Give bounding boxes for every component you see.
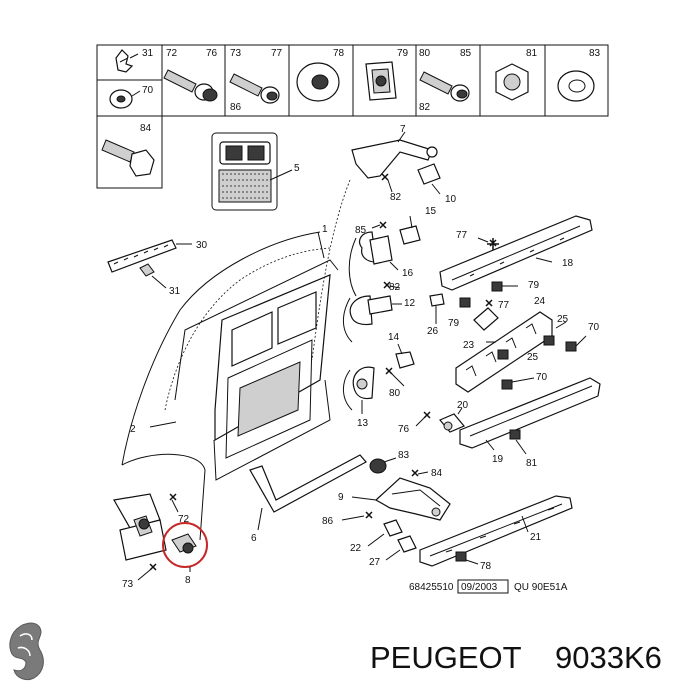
drawing-reference: 68425510 09/2003 QU 90E51A [409,579,568,594]
header-label-72: 72 [166,48,178,59]
brand-name: PEUGEOT [370,640,522,675]
callout-76: 76 [398,424,410,435]
callout-18: 18 [562,258,574,269]
callout-82-mid: 82 [389,282,401,293]
callout-6: 6 [251,533,257,544]
header-label-85: 85 [460,48,472,59]
trim-strip [249,454,367,531]
callout-84: 84 [431,468,443,479]
center-rail [415,377,601,455]
header-label-73: 73 [230,48,242,59]
callout-27: 27 [369,557,381,568]
callout-9: 9 [338,492,344,503]
callout-8: 8 [185,575,191,586]
lower-arm-assembly [341,457,451,561]
callout-12: 12 [404,298,416,309]
callout-73: 73 [122,579,134,590]
callout-26: 26 [427,326,439,337]
callout-7: 7 [400,124,406,135]
callout-79-right: 79 [528,280,540,291]
cage-nut-icon [365,61,397,101]
callout-22: 22 [350,543,362,554]
callout-20: 20 [457,400,469,411]
peugeot-lion-logo [9,622,44,681]
header-label-77: 77 [271,48,283,59]
upper-rail [439,215,593,291]
callout-30: 30 [196,240,208,251]
callout-83: 83 [398,450,410,461]
callout-31: 31 [169,286,181,297]
flat-washer-icon [557,70,595,102]
bolt-with-washer-icon [163,69,218,102]
weatherstrip-rail [107,239,192,289]
header-label-86: 86 [230,102,242,113]
callout-21: 21 [530,532,542,543]
drawing-date: 09/2003 [461,582,498,593]
callout-78: 78 [480,561,492,572]
callout-81: 81 [526,458,538,469]
callout-19: 19 [492,454,504,465]
callout-24: 24 [534,296,546,307]
header-label-31: 31 [142,48,154,59]
header-label-78: 78 [333,48,345,59]
callout-2: 2 [130,424,136,435]
clip-icon [115,49,139,73]
callout-1: 1 [322,224,328,235]
callout-72: 72 [178,514,190,525]
sliding-door-outline [121,231,339,541]
callout-82-upper: 82 [390,192,402,203]
callout-77-upper: 77 [456,230,468,241]
callout-10: 10 [445,194,457,205]
callout-15: 15 [425,206,437,217]
door-panel-insert [211,132,293,211]
guide-bracket-16 [348,215,421,297]
callout-80: 80 [389,388,401,399]
screw-icon [229,73,280,104]
callout-25-upper: 25 [557,314,569,325]
roller-14 [343,343,415,414]
callout-79-left: 79 [448,318,460,329]
callout-5: 5 [294,163,300,174]
washer-icon [296,62,340,102]
lower-rail [419,495,573,567]
callout-85: 85 [355,225,367,236]
callout-16: 16 [402,268,414,279]
header-label-83: 83 [589,48,601,59]
callout-86: 86 [322,516,334,527]
guide-bracket-12 [343,281,445,343]
header-parts-table: 31 70 72 76 73 77 86 78 79 80 85 82 81 8… [96,44,609,189]
bolt-and-nut-icon [101,139,155,177]
header-label-80: 80 [419,48,431,59]
nut-icon [109,89,141,109]
callout-70-upper: 70 [588,322,600,333]
hex-nut-icon [495,63,529,101]
guide-channel-24 [455,281,587,393]
callout-14: 14 [388,332,400,343]
callout-23: 23 [463,340,475,351]
callout-77-mid: 77 [498,300,510,311]
callout-70-lower: 70 [536,372,548,383]
header-label-76: 76 [206,48,218,59]
callout-13: 13 [357,418,369,429]
part-number: 9033K6 [555,640,662,675]
lower-roller-assembly [113,493,208,581]
header-label-79: 79 [397,48,409,59]
bolt-icon [419,71,470,102]
drawing-code: QU 90E51A [514,582,568,593]
callout-25-lower: 25 [527,352,539,363]
header-label-81: 81 [526,48,538,59]
header-label-84: 84 [140,123,152,134]
upper-hinge-bracket [311,131,441,361]
header-label-70: 70 [142,85,154,96]
header-label-82: 82 [419,102,431,113]
drawing-number: 68425510 [409,582,454,593]
